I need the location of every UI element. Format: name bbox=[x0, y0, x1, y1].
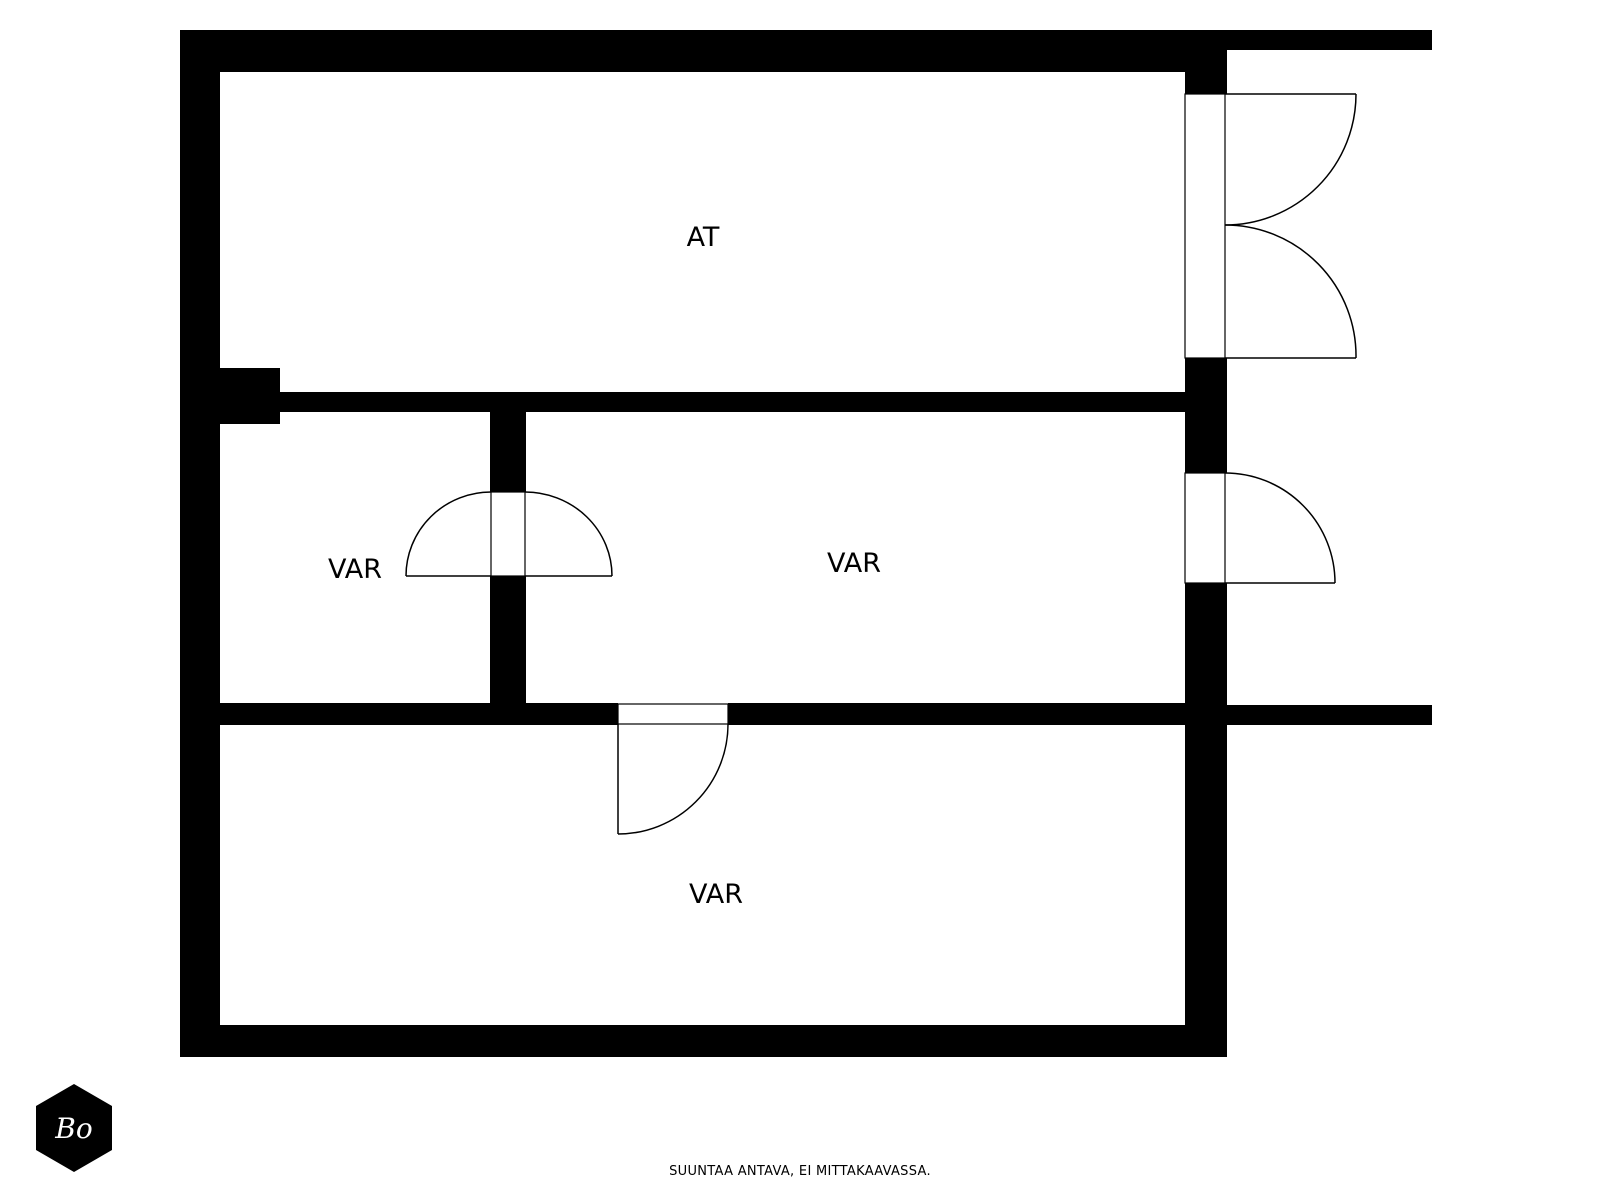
wall-at-var-left bbox=[180, 392, 280, 424]
room-label-storage-bottom: VAR bbox=[689, 879, 743, 910]
room-label-storage-middle: VAR bbox=[827, 548, 881, 579]
wall-var-divider-lower bbox=[490, 576, 526, 718]
door-frames bbox=[490, 93, 1226, 725]
door-frame-middle-right bbox=[1184, 472, 1226, 584]
room-label-entry: AT bbox=[687, 222, 720, 253]
door-frame-divider bbox=[490, 491, 526, 577]
door-entry-lower-arc bbox=[1224, 224, 1357, 359]
wall-bottom-exterior-line bbox=[1227, 705, 1432, 725]
wall-right-mid bbox=[1185, 358, 1227, 473]
wall-var-divider bbox=[490, 392, 526, 492]
door-divider-left-arc bbox=[405, 491, 492, 577]
wall-bottom-var-right bbox=[1192, 703, 1227, 1057]
wall-bottom bbox=[180, 1025, 1227, 1057]
wall-right-top bbox=[1185, 30, 1227, 94]
wall-var-bottom-left bbox=[180, 703, 618, 725]
room-label-storage-small: VAR bbox=[328, 554, 382, 585]
wall-stub bbox=[220, 368, 280, 394]
door-entry-upper-arc bbox=[1224, 93, 1357, 226]
door-frame-entry bbox=[1184, 93, 1226, 359]
wall-at-var bbox=[180, 392, 1227, 412]
wall-top bbox=[180, 30, 1227, 72]
door-middle-right-arc bbox=[1224, 472, 1336, 584]
walls bbox=[180, 30, 1432, 1057]
door-divider-right-arc bbox=[524, 491, 613, 577]
wall-bottom-var-left bbox=[180, 703, 212, 1057]
door-swings bbox=[405, 93, 1357, 835]
logo-text: Bo bbox=[54, 1112, 92, 1145]
disclaimer-text: SUUNTAA ANTAVA, EI MITTAKAAVASSA. bbox=[669, 1164, 931, 1179]
wall-top-exterior-line bbox=[1227, 30, 1432, 50]
wall-var-bottom-right bbox=[728, 703, 1227, 725]
hexagon-logo-icon: Bo bbox=[36, 1084, 112, 1172]
door-frame-bottom bbox=[617, 703, 729, 725]
door-bottom-arc bbox=[617, 723, 729, 835]
